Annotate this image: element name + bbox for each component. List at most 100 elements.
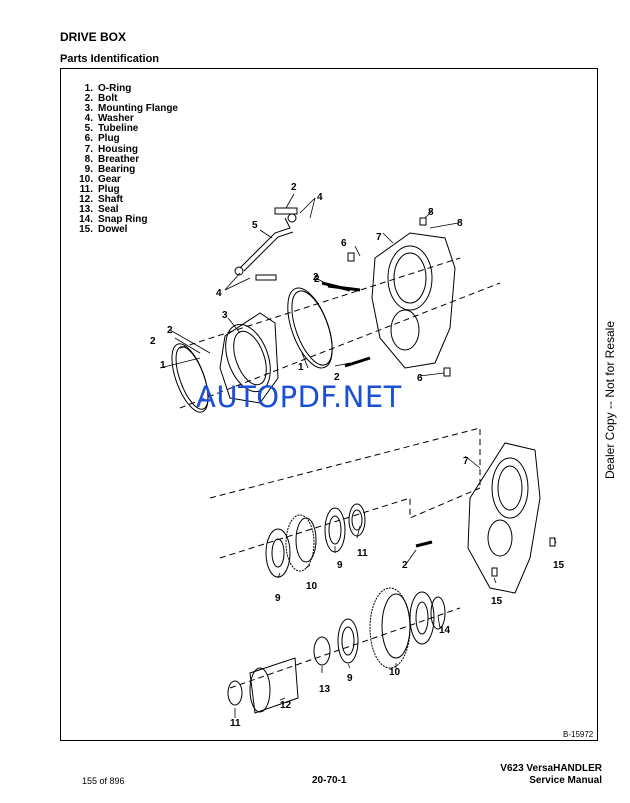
callout-10: 10 <box>389 667 401 678</box>
legend-item: 4. Washer <box>77 114 178 124</box>
legend-item-label: Snap Ring <box>98 214 148 226</box>
callout-2: 2 <box>334 372 340 383</box>
callout-15: 15 <box>491 596 503 607</box>
diagram-frame <box>60 68 598 741</box>
legend-item-number: 1. <box>84 83 93 94</box>
footer-title-block: V623 VersaHANDLER Service Manual <box>500 763 602 787</box>
callout-8: 8 <box>457 218 463 229</box>
breather <box>419 217 427 226</box>
exploded-parts-diagram: 2 4 5 4 2 2 2 3 1 1 6 7 8 8 2 2 6 7 11 9… <box>150 182 565 729</box>
legend-item-label: Breather <box>98 153 140 165</box>
legend-item-number: 10. <box>79 173 93 185</box>
tubeline-assembly <box>234 207 298 281</box>
callout-2: 2 <box>313 272 319 283</box>
legend-item: 12. Shaft <box>77 194 178 206</box>
legend-item-number: 15. <box>79 224 93 236</box>
callout-4: 4 <box>317 192 323 203</box>
alignment-line-upper-2 <box>179 257 461 349</box>
legend-item: 2.Bolt <box>77 93 178 105</box>
o-ring-middle <box>287 287 333 369</box>
legend-item-number: 14. <box>79 214 93 226</box>
legend-item-number: 8. <box>84 153 93 165</box>
legend-item-label: Mounting Flange <box>98 103 178 115</box>
watermark-text: AUTOPDF.NET <box>196 380 402 414</box>
legend-item: 15. Dowel <box>77 225 178 235</box>
legend-item-label: Bolt <box>98 93 118 105</box>
callout-11: 11 <box>357 548 368 559</box>
callout-6: 6 <box>341 238 347 249</box>
legend-item-label: Plug <box>98 133 120 145</box>
legend-item-number: 4. <box>84 113 93 125</box>
legend-item-number: 6. <box>84 133 93 145</box>
legend-item: 9. Bearing <box>77 163 178 175</box>
legend-item: 14. Snap Ring <box>77 215 178 225</box>
gear-set-upper <box>265 503 366 578</box>
dowel-upper <box>549 537 556 547</box>
callout-7: 7 <box>376 232 382 243</box>
alignment-line-lower-2 <box>229 607 461 689</box>
callout-13: 13 <box>319 684 331 695</box>
legend-item-label: O-Ring <box>98 83 132 94</box>
callout-7: 7 <box>463 456 469 467</box>
callout-3: 3 <box>222 310 228 321</box>
callout-1: 1 <box>298 362 304 373</box>
legend-item: 13. Seal <box>77 205 178 215</box>
mounting-flange <box>219 312 279 404</box>
callout-2: 2 <box>291 182 297 193</box>
section-subheading: Parts Identification <box>60 53 160 65</box>
legend-item-number: 3. <box>84 103 93 115</box>
callout-9: 9 <box>275 593 281 604</box>
footer-manual: Service Manual <box>529 775 602 786</box>
legend-item-label: Dowel <box>98 224 128 236</box>
legend-item-label: Tubeline <box>98 123 139 135</box>
legend-item-number: 5. <box>84 123 93 135</box>
callout-12: 12 <box>280 700 292 711</box>
housing-upper <box>371 232 456 369</box>
legend-item: 3. Mounting Flange <box>77 104 178 114</box>
legend-item: 7. Housing <box>77 143 178 155</box>
callout-9: 9 <box>347 673 353 684</box>
legend-item: 1. O-Ring <box>77 83 178 94</box>
alignment-line-lower <box>209 427 481 559</box>
callout-2: 2 <box>167 325 173 336</box>
footer-page-count: 155 of 896 <box>82 776 125 786</box>
page-heading: DRIVE BOX <box>60 30 127 44</box>
bolt-lower <box>415 540 433 548</box>
legend-item-number: 12. <box>79 194 93 206</box>
legend-item-number: 11. <box>79 183 93 195</box>
legend-item-label: Bearing <box>98 163 136 175</box>
legend-item-number: 9. <box>84 163 93 175</box>
legend-item: 10. Gear <box>77 173 178 185</box>
figure-reference: B-15972 <box>563 730 594 739</box>
callout-2: 2 <box>402 560 408 571</box>
legend-item-label: Shaft <box>98 194 123 206</box>
legend-item-label: Gear <box>98 173 121 185</box>
callout-2: 2 <box>150 336 156 347</box>
callout-14: 14 <box>439 625 451 636</box>
bolt-upper-2 <box>344 356 371 368</box>
footer-section-number: 20-70-1 <box>312 775 347 786</box>
housing-lower <box>467 442 541 594</box>
gear-set-lower <box>227 587 446 714</box>
plug-upper <box>347 252 355 262</box>
legend-item: 6. Plug <box>77 134 178 144</box>
legend-item-number: 7. <box>84 143 93 155</box>
legend-item: 11. Plug <box>77 183 178 195</box>
legend-item-label: Seal <box>98 204 119 216</box>
legend-item-number: 13. <box>79 204 93 216</box>
footer-model: V623 VersaHANDLER <box>500 763 602 774</box>
side-note: Dealer Copy -- Not for Resale <box>603 320 617 480</box>
callout-9: 9 <box>337 560 343 571</box>
legend-item-label: Housing <box>98 143 138 155</box>
callout-10: 10 <box>306 581 318 592</box>
legend-item-label: Plug <box>98 183 120 195</box>
legend-item-label: Washer <box>98 113 134 125</box>
callout-15: 15 <box>553 560 565 571</box>
callout-4: 4 <box>216 288 222 299</box>
plug-lower <box>443 367 451 377</box>
callout-8: 8 <box>428 207 434 218</box>
callout-6: 6 <box>417 373 423 384</box>
callout-5: 5 <box>252 220 258 231</box>
alignment-line-upper <box>179 282 501 409</box>
